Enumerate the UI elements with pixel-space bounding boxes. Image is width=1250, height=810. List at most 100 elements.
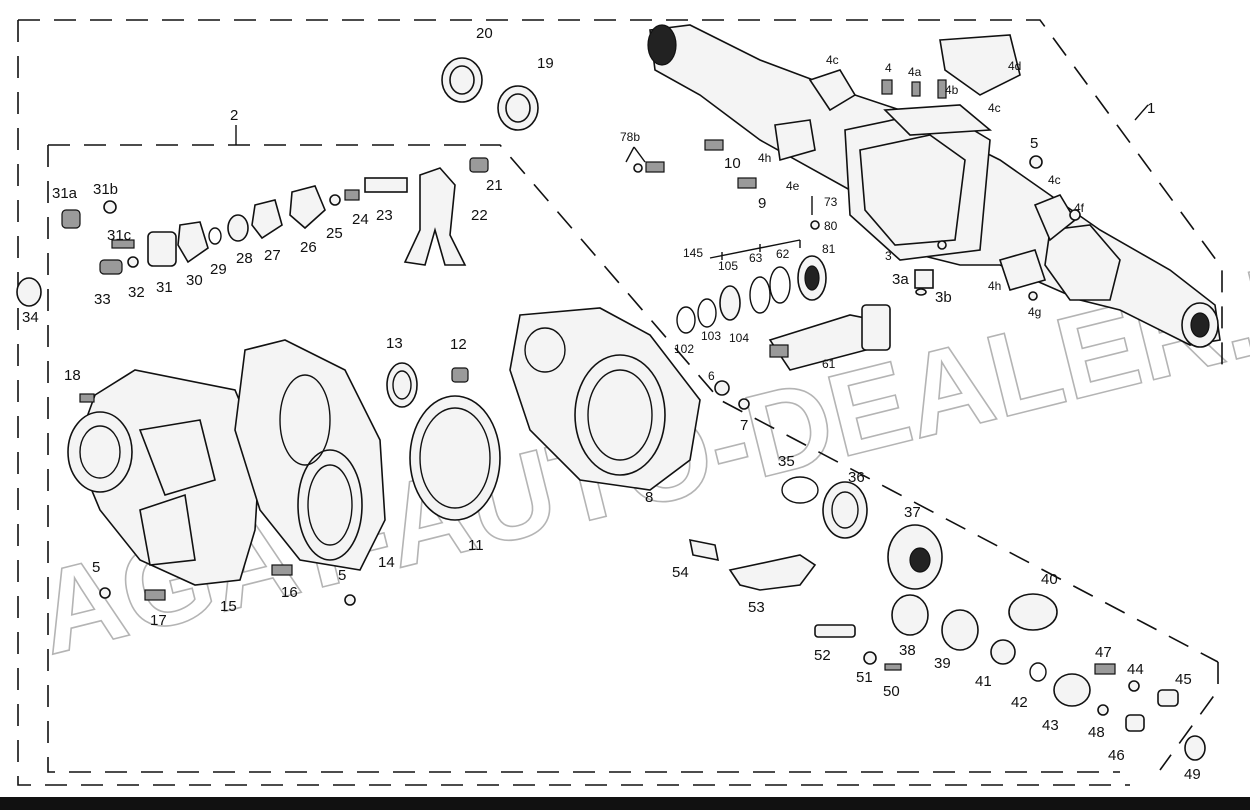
label-part-41: 41 — [975, 673, 992, 690]
differential-lock-parts — [688, 476, 1206, 761]
part-labels: 1 2 3 3a 3b 4 4a 4b 4c 4c 4c 4d 4e 4f 4g… — [22, 25, 1201, 783]
label-part-51: 51 — [856, 669, 873, 686]
label-part-24: 24 — [352, 211, 369, 228]
label-part-12: 12 — [450, 336, 467, 353]
label-part-22: 22 — [471, 207, 488, 224]
label-part-4d: 4d — [1008, 59, 1021, 73]
label-part-15: 15 — [220, 598, 237, 615]
label-part-49: 49 — [1184, 766, 1201, 783]
label-part-34: 34 — [22, 309, 39, 326]
label-part-16: 16 — [281, 584, 298, 601]
label-part-4a: 4a — [908, 65, 922, 79]
label-part-31c: 31c — [107, 227, 132, 244]
label-part-47: 47 — [1095, 644, 1112, 661]
label-part-4c-top: 4c — [826, 53, 839, 67]
label-part-78b: 78b — [620, 130, 640, 144]
label-part-25: 25 — [326, 225, 343, 242]
label-part-104: 104 — [729, 331, 749, 345]
label-part-145: 145 — [683, 246, 703, 260]
label-part-53: 53 — [748, 599, 765, 616]
label-part-26: 26 — [300, 239, 317, 256]
label-part-73: 73 — [824, 195, 838, 209]
label-part-40: 40 — [1041, 571, 1058, 588]
label-part-19: 19 — [537, 55, 554, 72]
label-part-32: 32 — [128, 284, 145, 301]
label-part-14: 14 — [378, 554, 395, 571]
label-part-7: 7 — [740, 417, 748, 434]
label-part-102: 102 — [674, 342, 694, 356]
label-part-9: 9 — [758, 195, 766, 212]
label-part-5-top: 5 — [1030, 135, 1038, 152]
label-part-80: 80 — [824, 219, 838, 233]
label-part-5-left: 5 — [92, 559, 100, 576]
label-part-46: 46 — [1108, 747, 1125, 764]
label-part-1: 1 — [1147, 100, 1155, 117]
label-part-63: 63 — [749, 251, 763, 265]
label-part-8: 8 — [645, 489, 653, 506]
label-part-50: 50 — [883, 683, 900, 700]
label-part-5-mid: 5 — [338, 567, 346, 584]
housing-8 — [509, 307, 701, 491]
rings-19-20 — [441, 57, 539, 131]
housing-15 — [67, 369, 293, 601]
label-part-3b: 3b — [935, 289, 952, 306]
housing-14 — [234, 339, 386, 606]
label-part-4f: 4f — [1074, 201, 1085, 215]
label-part-4c-right: 4c — [1048, 173, 1061, 187]
label-part-20: 20 — [476, 25, 493, 42]
label-part-6: 6 — [708, 369, 715, 383]
frame-group-2 — [47, 144, 1219, 773]
label-part-2: 2 — [230, 107, 238, 124]
label-part-38: 38 — [899, 642, 916, 659]
axle-housing — [647, 24, 1221, 348]
label-part-37: 37 — [904, 504, 921, 521]
label-part-39: 39 — [934, 655, 951, 672]
label-part-13: 13 — [386, 335, 403, 352]
label-part-4h-a: 4h — [758, 151, 771, 165]
label-part-62: 62 — [776, 247, 790, 261]
label-part-44: 44 — [1127, 661, 1144, 678]
label-part-4: 4 — [885, 61, 892, 75]
bottom-bar — [0, 797, 1250, 810]
label-part-17: 17 — [150, 612, 167, 629]
label-part-45: 45 — [1175, 671, 1192, 688]
label-part-48: 48 — [1088, 724, 1105, 741]
label-part-4h-b: 4h — [988, 279, 1001, 293]
label-part-27: 27 — [264, 247, 281, 264]
label-part-105: 105 — [718, 259, 738, 273]
label-part-33: 33 — [94, 291, 111, 308]
label-part-61: 61 — [822, 357, 836, 371]
label-part-4c-small: 4c — [988, 101, 1001, 115]
label-part-52: 52 — [814, 647, 831, 664]
label-part-31: 31 — [156, 279, 173, 296]
label-part-28: 28 — [236, 250, 253, 267]
input-shaft-group — [676, 239, 891, 410]
label-part-31b: 31b — [93, 181, 118, 198]
label-part-29: 29 — [210, 261, 227, 278]
label-part-81: 81 — [822, 242, 836, 256]
gasket-11-ring-13 — [386, 362, 501, 521]
label-part-3a: 3a — [892, 271, 909, 288]
label-part-31a: 31a — [52, 185, 78, 202]
label-part-23: 23 — [376, 207, 393, 224]
label-part-3: 3 — [885, 249, 892, 263]
label-part-4g: 4g — [1028, 305, 1041, 319]
frame-outer — [17, 19, 1223, 786]
label-part-103: 103 — [701, 329, 721, 343]
label-part-54: 54 — [672, 564, 689, 581]
label-part-18: 18 — [64, 367, 81, 384]
label-part-11: 11 — [468, 537, 484, 554]
shift-parts-21-33 — [16, 157, 489, 307]
fittings-4 — [625, 34, 1081, 301]
label-part-36: 36 — [848, 469, 865, 486]
leader-1 — [1134, 104, 1149, 121]
label-part-10: 10 — [724, 155, 741, 172]
label-part-21: 21 — [486, 177, 503, 194]
label-part-43: 43 — [1042, 717, 1059, 734]
label-part-4e: 4e — [786, 179, 800, 193]
label-part-42: 42 — [1011, 694, 1028, 711]
label-part-30: 30 — [186, 272, 203, 289]
label-part-4b: 4b — [945, 83, 959, 97]
label-part-35: 35 — [778, 453, 795, 470]
